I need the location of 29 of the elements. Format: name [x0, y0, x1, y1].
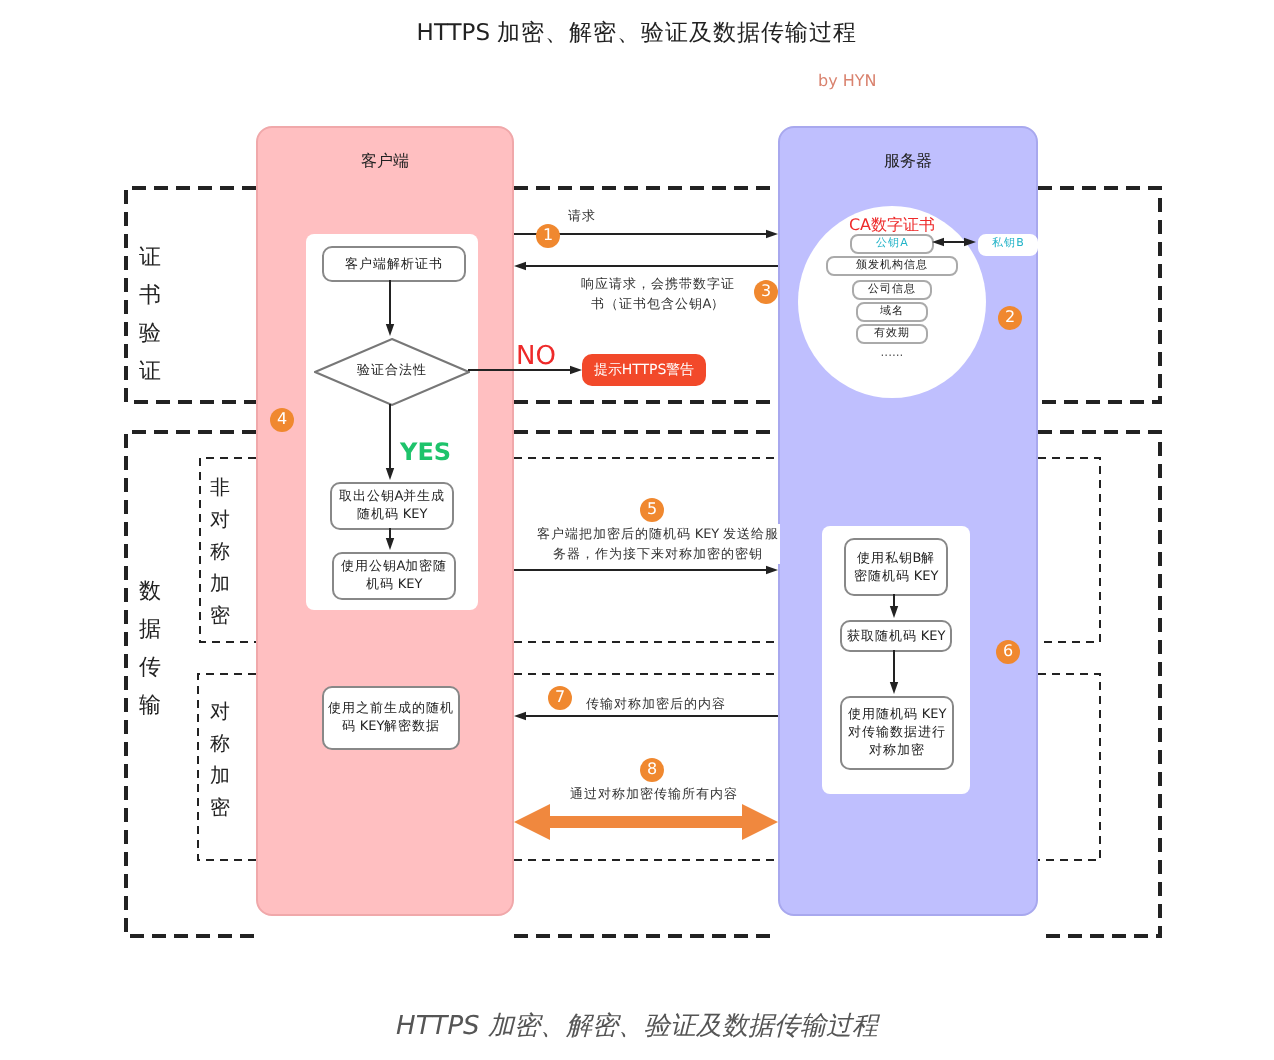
title: HTTPS 加密、解密、验证及数据传输过程	[414, 18, 860, 48]
arrow	[889, 649, 899, 694]
author-note: by HYN	[818, 72, 877, 90]
arrow	[932, 237, 976, 247]
callout-number: 7	[548, 686, 572, 710]
arrow	[385, 403, 395, 480]
callout-number: 8	[640, 758, 664, 782]
callout-number: 1	[536, 224, 560, 248]
edge-label: YES	[400, 438, 454, 466]
arrow	[385, 279, 395, 336]
server-column	[778, 126, 1038, 916]
card-background	[306, 234, 478, 610]
arrow	[467, 365, 582, 375]
column-heading: 服务器	[882, 150, 934, 172]
callout-number: 5	[640, 498, 664, 522]
arrow	[514, 261, 779, 271]
card-background	[822, 526, 970, 794]
certificate-title: CA数字证书	[846, 214, 938, 236]
arrow	[889, 593, 899, 618]
column-heading: 客户端	[359, 150, 411, 172]
arrow	[514, 711, 779, 721]
arrow	[513, 229, 778, 239]
client-column	[256, 126, 514, 916]
caption: HTTPS 加密、解密、验证及数据传输过程	[394, 1010, 882, 1044]
double-arrow	[514, 804, 778, 840]
arrow	[385, 527, 395, 550]
callout-number: 3	[754, 280, 778, 304]
edge-label: NO	[516, 344, 558, 372]
arrow	[513, 565, 778, 575]
